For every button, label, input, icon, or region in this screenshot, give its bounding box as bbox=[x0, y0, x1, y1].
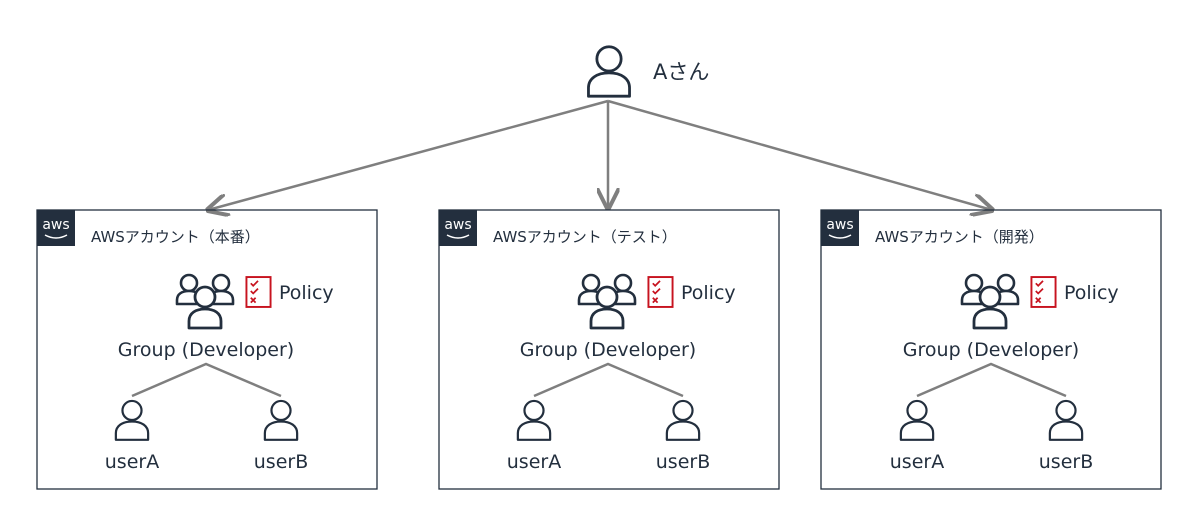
group-icon bbox=[577, 273, 637, 330]
top-user-icon bbox=[586, 45, 632, 98]
policy-label: Policy bbox=[1064, 282, 1119, 304]
account-box-prod: aws AWSアカウント（本番） Policy Group (Developer… bbox=[36, 209, 378, 490]
user-a-label: userA bbox=[890, 451, 944, 473]
policy-label: Policy bbox=[279, 282, 334, 304]
account-frame bbox=[820, 209, 1162, 490]
arrow-to-dev bbox=[607, 99, 992, 210]
aws-logo-icon bbox=[439, 210, 477, 246]
user-a-label: userA bbox=[507, 451, 561, 473]
user-icon bbox=[665, 399, 701, 441]
aws-badge-text: aws bbox=[42, 217, 69, 233]
user-icon bbox=[899, 399, 935, 441]
user-icon bbox=[263, 399, 299, 441]
connectors bbox=[208, 99, 992, 210]
group-label: Group (Developer) bbox=[520, 339, 696, 361]
aws-logo-icon bbox=[821, 210, 859, 246]
group-tree-lines bbox=[131, 362, 282, 398]
account-title: AWSアカウント（開発） bbox=[875, 228, 1044, 246]
aws-badge-text: aws bbox=[826, 217, 853, 233]
top-user-label: Aさん bbox=[653, 60, 709, 84]
aws-logo-icon bbox=[37, 210, 75, 246]
aws-badge-text: aws bbox=[444, 217, 471, 233]
account-box-dev: aws AWSアカウント（開発） Policy Group (Developer… bbox=[820, 209, 1162, 490]
group-icon bbox=[960, 273, 1020, 330]
group-tree-lines bbox=[533, 362, 684, 398]
policy-label: Policy bbox=[681, 282, 736, 304]
user-b-label: userB bbox=[254, 451, 308, 473]
arrow-to-prod bbox=[208, 99, 609, 210]
group-label: Group (Developer) bbox=[903, 339, 1079, 361]
user-icon bbox=[516, 399, 552, 441]
group-tree-lines bbox=[916, 362, 1067, 398]
group-label: Group (Developer) bbox=[118, 339, 294, 361]
policy-icon bbox=[647, 276, 674, 308]
user-b-label: userB bbox=[1039, 451, 1093, 473]
user-icon bbox=[1048, 399, 1084, 441]
account-box-test: aws AWSアカウント（テスト） Policy Group (Develope… bbox=[438, 209, 780, 490]
account-frame bbox=[36, 209, 378, 490]
user-icon bbox=[114, 399, 150, 441]
account-title: AWSアカウント（テスト） bbox=[493, 228, 677, 246]
account-frame bbox=[438, 209, 780, 490]
policy-icon bbox=[245, 276, 272, 308]
user-a-label: userA bbox=[105, 451, 159, 473]
account-title: AWSアカウント（本番） bbox=[91, 228, 260, 246]
user-b-label: userB bbox=[656, 451, 710, 473]
policy-icon bbox=[1030, 276, 1057, 308]
group-icon bbox=[175, 273, 235, 330]
